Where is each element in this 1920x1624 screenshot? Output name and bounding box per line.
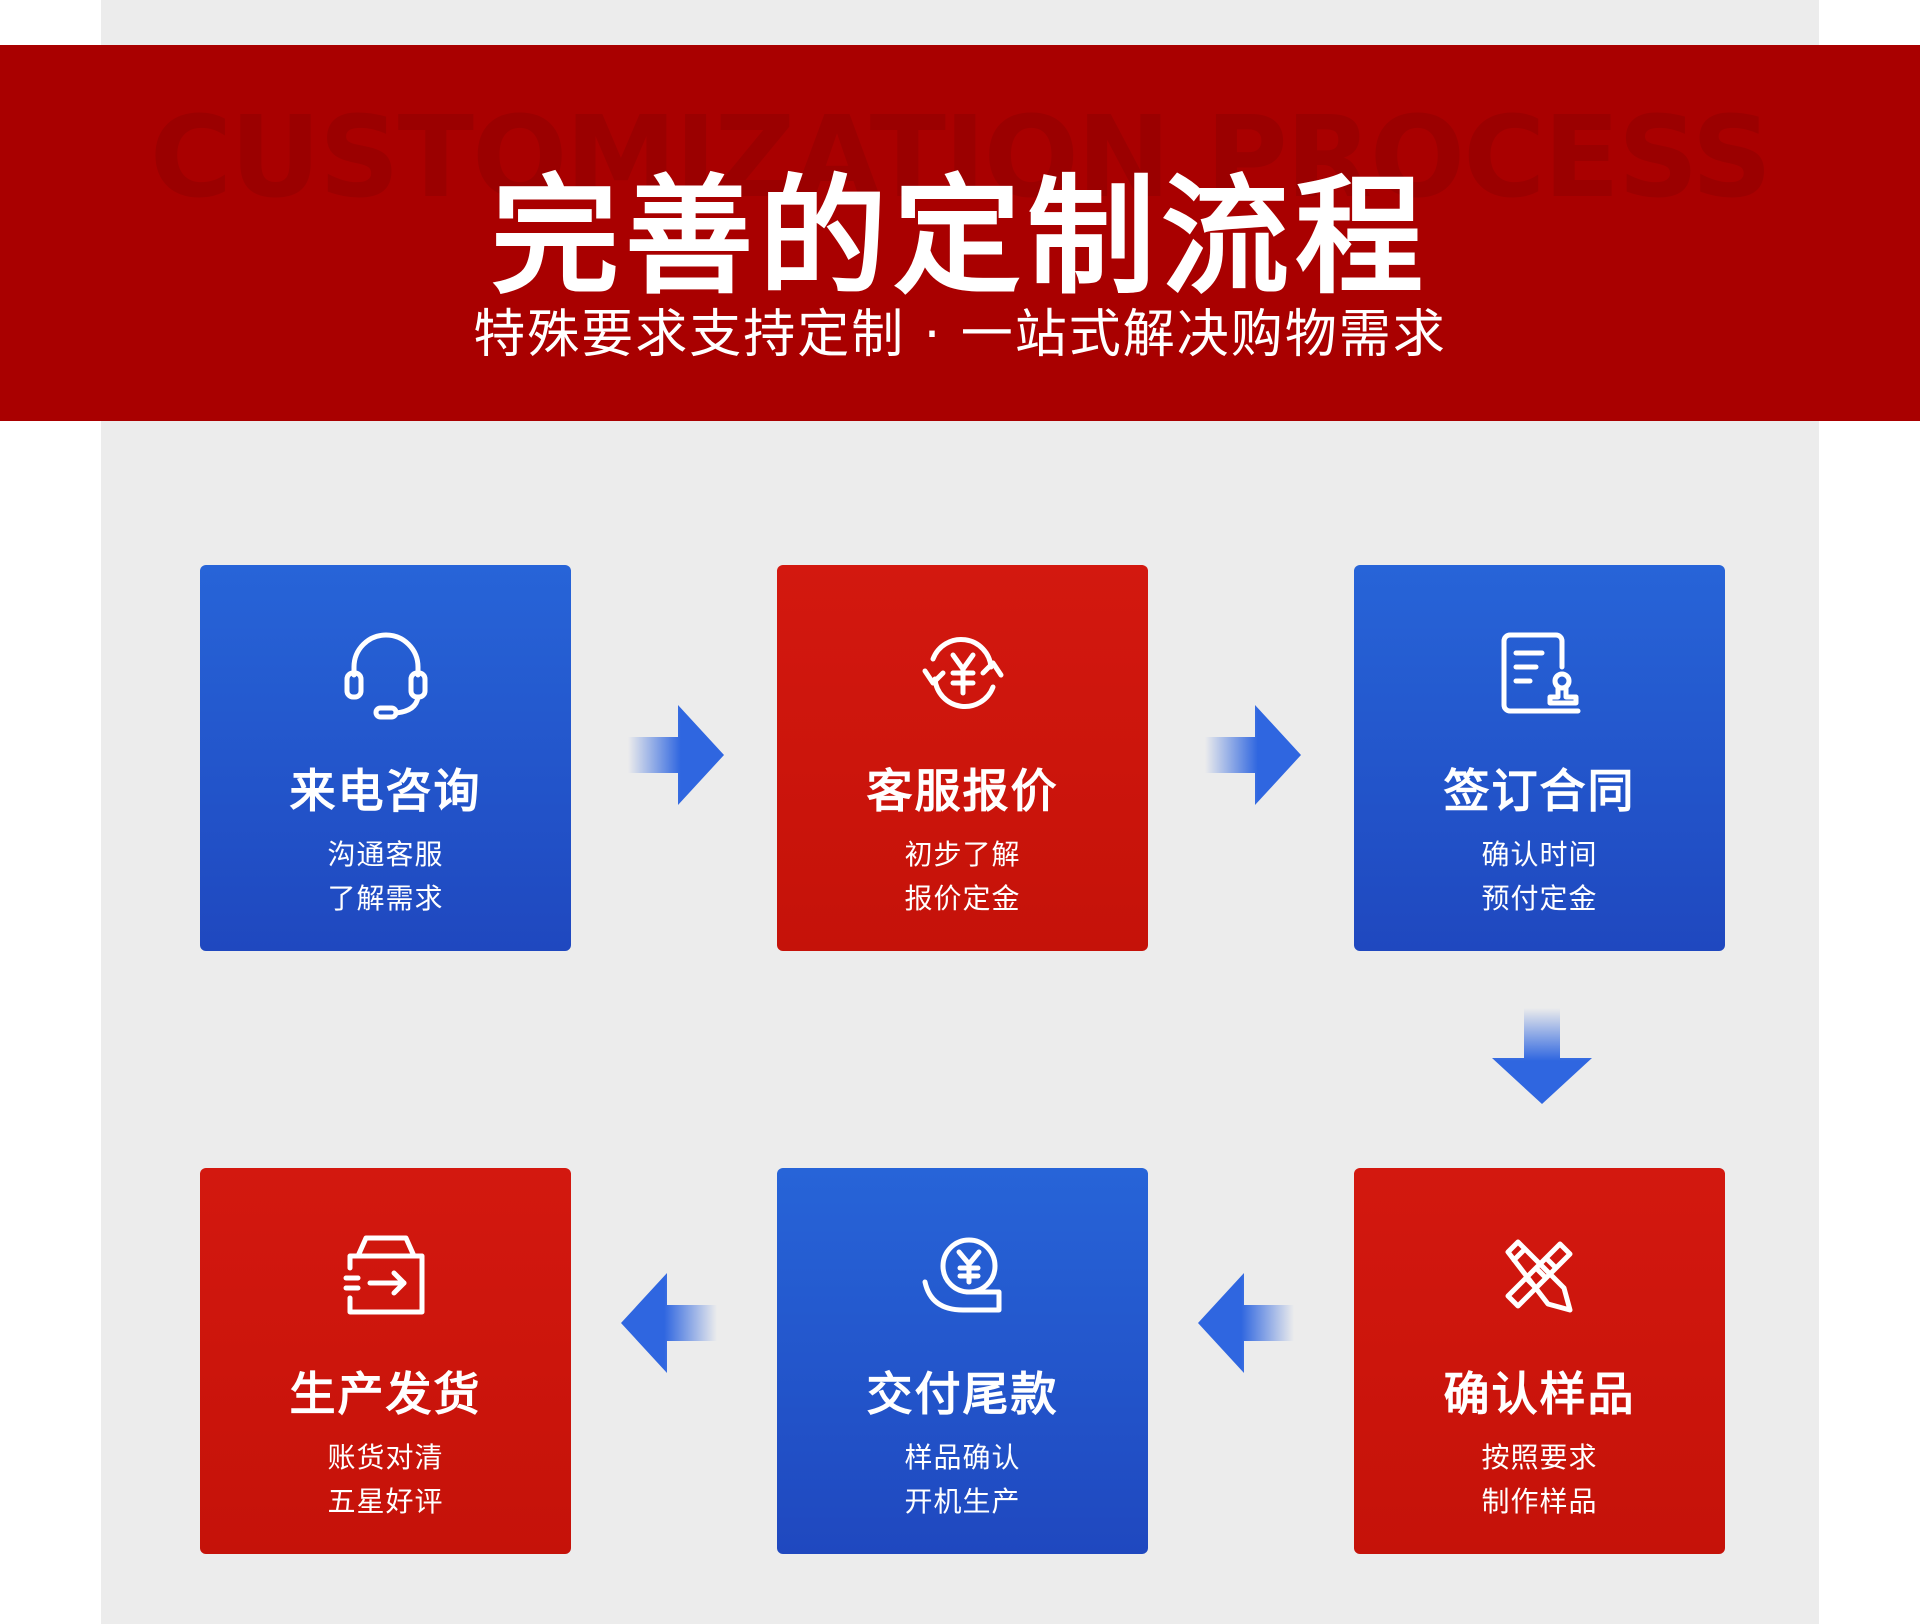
step-desc-line1: 按照要求 xyxy=(1481,1441,1598,1474)
shipping-box-icon xyxy=(336,1226,436,1326)
header-banner: CUSTOMIZATION PROCESS 完善的定制流程 特殊要求支持定制 ·… xyxy=(0,45,1920,421)
pencil-ruler-icon xyxy=(1490,1226,1590,1326)
step-desc-line1: 初步了解 xyxy=(904,838,1021,871)
arrow-right-icon xyxy=(1205,705,1301,805)
step-title: 交付尾款 xyxy=(866,1367,1059,1421)
arrow-right-icon xyxy=(628,705,724,805)
step-desc-line2: 预付定金 xyxy=(1481,882,1598,915)
step-desc-line2: 报价定金 xyxy=(904,882,1021,915)
arrow-down-icon xyxy=(1492,1008,1592,1104)
step-title: 来电咨询 xyxy=(289,764,482,818)
step-title: 生产发货 xyxy=(289,1367,482,1421)
page-subtitle: 特殊要求支持定制 · 一站式解决购物需求 xyxy=(473,305,1447,365)
headset-icon xyxy=(336,623,436,723)
step-title: 客服报价 xyxy=(866,764,1059,818)
contract-stamp-icon xyxy=(1490,623,1590,723)
yuan-hand-icon xyxy=(913,1226,1013,1326)
step-card-payment: 交付尾款 样品确认 开机生产 xyxy=(777,1168,1148,1554)
step-card-consult: 来电咨询 沟通客服 了解需求 xyxy=(200,565,571,951)
watermark-text: CUSTOMIZATION PROCESS xyxy=(149,93,1772,223)
page-title: 完善的定制流程 xyxy=(490,163,1429,312)
step-desc-line2: 开机生产 xyxy=(904,1485,1021,1518)
step-desc-line2: 五星好评 xyxy=(327,1485,444,1518)
arrow-left-icon xyxy=(621,1273,717,1373)
step-card-contract: 签订合同 确认时间 预付定金 xyxy=(1354,565,1725,951)
step-desc-line1: 样品确认 xyxy=(904,1441,1021,1474)
step-desc-line2: 制作样品 xyxy=(1481,1485,1598,1518)
step-desc-line1: 确认时间 xyxy=(1481,838,1598,871)
yuan-exchange-icon xyxy=(913,623,1013,723)
step-card-quote: 客服报价 初步了解 报价定金 xyxy=(777,565,1148,951)
step-title: 签订合同 xyxy=(1443,764,1636,818)
step-card-shipping: 生产发货 账货对清 五星好评 xyxy=(200,1168,571,1554)
step-title: 确认样品 xyxy=(1443,1367,1636,1421)
step-desc-line1: 账货对清 xyxy=(327,1441,444,1474)
arrow-left-icon xyxy=(1198,1273,1294,1373)
step-desc-line1: 沟通客服 xyxy=(327,838,444,871)
step-desc-line2: 了解需求 xyxy=(327,882,444,915)
step-card-sample: 确认样品 按照要求 制作样品 xyxy=(1354,1168,1725,1554)
